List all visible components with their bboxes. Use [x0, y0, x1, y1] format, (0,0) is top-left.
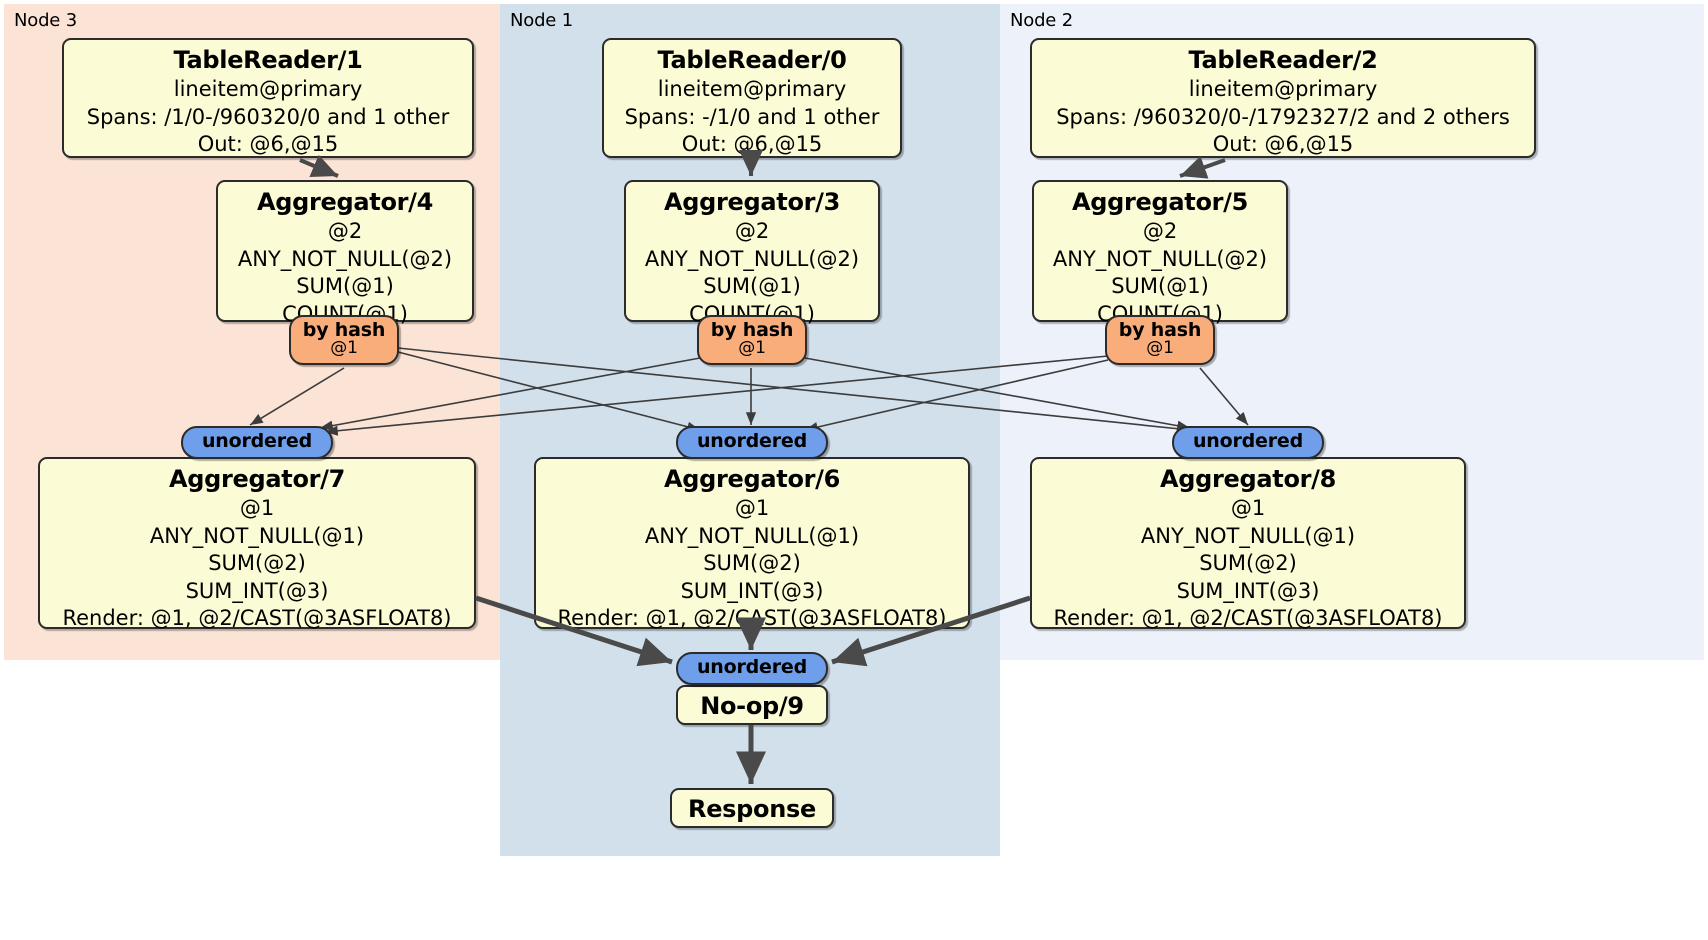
processor-detail-line: ANY_NOT_NULL(@1): [644, 523, 860, 548]
processor-tablereader-1[interactable]: TableReader/1 lineitem@primary Spans: /1…: [62, 38, 474, 158]
badge-sublabel: @1: [738, 338, 766, 358]
processor-detail-line: lineitem@primary: [1188, 77, 1378, 101]
processor-title: No-op/9: [700, 692, 804, 720]
processor-title: Response: [688, 795, 816, 823]
processor-detail-line: ANY_NOT_NULL(@2): [644, 246, 860, 271]
processor-title: Aggregator/8: [1159, 465, 1337, 493]
processor-detail-line: Render: @1, @2/CAST(@3ASFLOAT8): [62, 606, 452, 630]
processor-detail-line: Spans: /1/0-/960320/0 and 1 other: [86, 104, 450, 129]
processor-detail-line: ANY_NOT_NULL(@2): [1052, 246, 1268, 271]
processor-detail-line: Out: @6,@15: [1212, 132, 1354, 156]
processor-tablereader-0[interactable]: TableReader/0 lineitem@primary Spans: -/…: [602, 38, 902, 158]
badge-label: unordered: [696, 430, 808, 452]
processor-detail-line: ANY_NOT_NULL(@1): [1140, 523, 1356, 548]
processor-detail-line: SUM(@2): [1199, 551, 1297, 575]
processor-title: Aggregator/3: [663, 188, 841, 216]
processor-detail-line: SUM_INT(@3): [185, 578, 329, 603]
processor-title: TableReader/2: [1188, 46, 1378, 74]
badge-unordered-left[interactable]: unordered: [181, 426, 333, 459]
processor-title: Aggregator/5: [1071, 188, 1249, 216]
processor-title: Aggregator/6: [663, 465, 841, 493]
processor-detail-line: @2: [734, 219, 770, 243]
node-label-node1: Node 1: [510, 10, 573, 31]
badge-unordered-final[interactable]: unordered: [676, 652, 828, 685]
node-label-node3: Node 3: [14, 10, 77, 31]
processor-tablereader-2[interactable]: TableReader/2 lineitem@primary Spans: /9…: [1030, 38, 1536, 158]
processor-aggregator-4[interactable]: Aggregator/4 @2 ANY_NOT_NULL(@2) SUM(@1)…: [216, 180, 474, 326]
badge-label: by hash: [710, 319, 794, 341]
processor-title: TableReader/0: [657, 46, 847, 74]
processor-detail-line: Spans: -/1/0 and 1 other: [624, 104, 880, 129]
processor-aggregator-8[interactable]: Aggregator/8 @1 ANY_NOT_NULL(@1) SUM(@2)…: [1030, 457, 1466, 630]
processor-aggregator-5[interactable]: Aggregator/5 @2 ANY_NOT_NULL(@2) SUM(@1)…: [1032, 180, 1288, 326]
processor-detail-line: @1: [734, 496, 770, 520]
badge-by-hash-middle[interactable]: by hash @1: [697, 315, 807, 365]
processor-aggregator-7[interactable]: Aggregator/7 @1 ANY_NOT_NULL(@1) SUM(@2)…: [38, 457, 476, 630]
badge-by-hash-left[interactable]: by hash @1: [289, 315, 399, 365]
badge-label: unordered: [201, 430, 313, 452]
badge-label: by hash: [1118, 319, 1202, 341]
badge-sublabel: @1: [330, 338, 358, 358]
badge-unordered-right[interactable]: unordered: [1172, 426, 1324, 459]
processor-aggregator-3[interactable]: Aggregator/3 @2 ANY_NOT_NULL(@2) SUM(@1)…: [624, 180, 880, 326]
processor-detail-line: Out: @6,@15: [197, 132, 339, 156]
processor-detail-line: SUM(@2): [703, 551, 801, 575]
badge-by-hash-right[interactable]: by hash @1: [1105, 315, 1215, 365]
processor-detail-line: SUM_INT(@3): [680, 578, 824, 603]
node-label-node2: Node 2: [1010, 10, 1073, 31]
badge-label: by hash: [302, 319, 386, 341]
badge-unordered-middle[interactable]: unordered: [676, 426, 828, 459]
processor-detail-line: Out: @6,@15: [681, 132, 823, 156]
processor-title: Aggregator/7: [168, 465, 346, 493]
badge-label: unordered: [1192, 430, 1304, 452]
processor-detail-line: Render: @1, @2/CAST(@3ASFLOAT8): [557, 606, 947, 630]
badge-sublabel: @1: [1146, 338, 1174, 358]
processor-detail-line: lineitem@primary: [173, 77, 363, 101]
processor-detail-line: SUM_INT(@3): [1176, 578, 1320, 603]
processor-no-op-9[interactable]: No-op/9: [676, 685, 828, 725]
processor-detail-line: SUM(@1): [1111, 274, 1209, 298]
processor-detail-line: SUM(@1): [703, 274, 801, 298]
processor-detail-line: SUM(@2): [208, 551, 306, 575]
processor-detail-line: ANY_NOT_NULL(@2): [237, 246, 453, 271]
processor-detail-line: @1: [1230, 496, 1266, 520]
processor-detail-line: @1: [239, 496, 275, 520]
processor-detail-line: @2: [327, 219, 363, 243]
processor-title: Aggregator/4: [256, 188, 434, 216]
processor-aggregator-6[interactable]: Aggregator/6 @1 ANY_NOT_NULL(@1) SUM(@2)…: [534, 457, 970, 630]
processor-detail-line: lineitem@primary: [657, 77, 847, 101]
processor-detail-line: Render: @1, @2/CAST(@3ASFLOAT8): [1053, 606, 1443, 630]
processor-detail-line: @2: [1142, 219, 1178, 243]
processor-detail-line: SUM(@1): [296, 274, 394, 298]
processor-detail-line: Spans: /960320/0-/1792327/2 and 2 others: [1056, 104, 1510, 129]
processor-title: TableReader/1: [173, 46, 363, 74]
processor-response[interactable]: Response: [670, 788, 834, 828]
badge-label: unordered: [696, 656, 808, 678]
processor-detail-line: ANY_NOT_NULL(@1): [149, 523, 365, 548]
